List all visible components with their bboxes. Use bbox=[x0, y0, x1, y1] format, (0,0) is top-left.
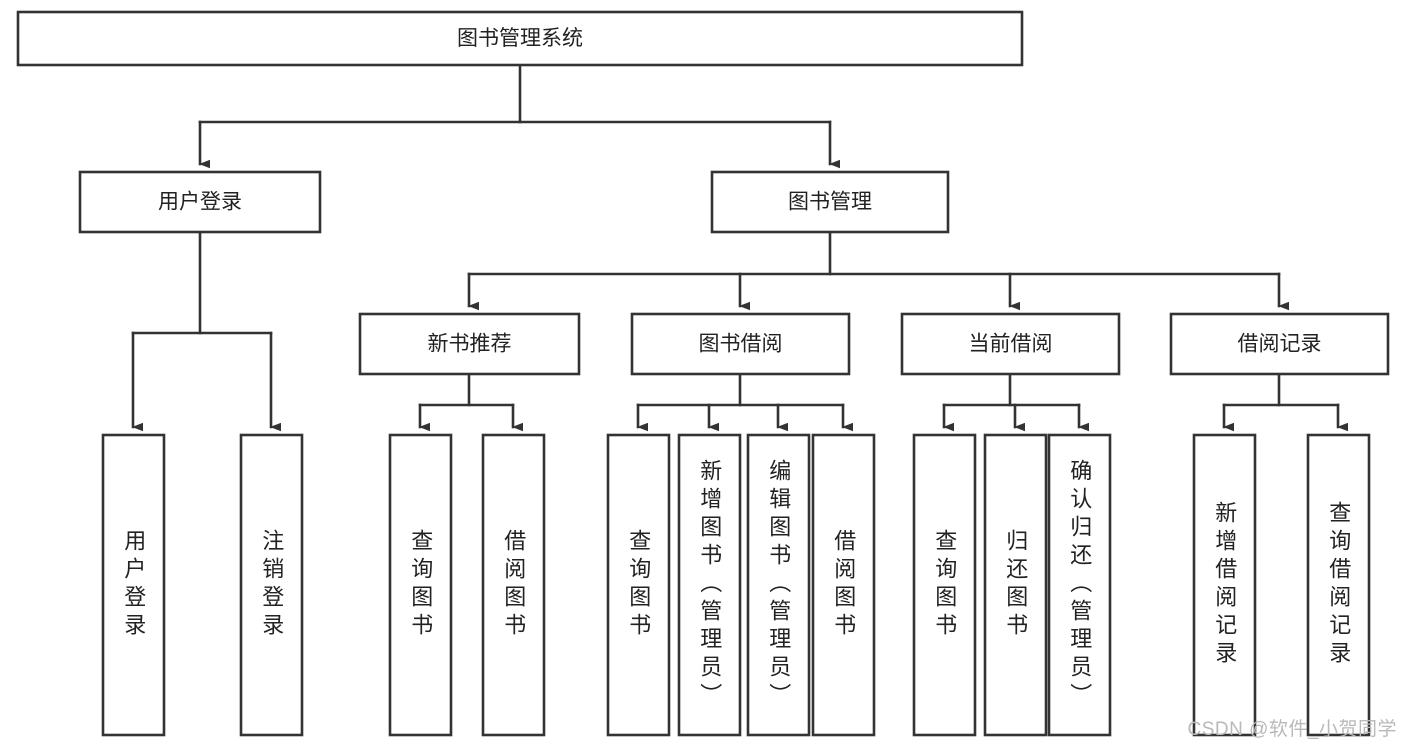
level2-node-0-label: 用户登录 bbox=[158, 191, 242, 214]
leaf-node-3[interactable] bbox=[481, 433, 546, 737]
leaf-node-6[interactable] bbox=[746, 433, 811, 737]
leaf-node-10-rect[interactable] bbox=[1047, 433, 1112, 737]
leaf-node-11[interactable] bbox=[1192, 433, 1257, 737]
level3-node-3-label: 借阅记录 bbox=[1238, 333, 1322, 356]
leaf-node-9[interactable] bbox=[983, 433, 1048, 737]
leaf-node-5-rect[interactable] bbox=[677, 433, 742, 737]
level3-node-2-label: 当前借阅 bbox=[969, 333, 1053, 356]
leaf-node-2[interactable] bbox=[388, 433, 453, 737]
level3-node-3-rect[interactable] bbox=[1169, 312, 1390, 376]
leaf-node-12-rect[interactable] bbox=[1306, 433, 1371, 737]
leaf-node-9-rect[interactable] bbox=[983, 433, 1048, 737]
leaf-node-8[interactable] bbox=[912, 433, 977, 737]
level3-node-2-rect[interactable] bbox=[900, 312, 1121, 376]
level3-node-3[interactable]: 借阅记录 bbox=[1169, 312, 1390, 376]
level2-node-0-rect[interactable] bbox=[78, 170, 322, 234]
level2-node-1-label: 图书管理 bbox=[788, 191, 872, 214]
level3-node-0-rect[interactable] bbox=[358, 312, 581, 376]
leaf-node-1-rect[interactable] bbox=[239, 433, 304, 737]
level3-node-1[interactable]: 图书借阅 bbox=[630, 312, 851, 376]
root-node-0-rect[interactable] bbox=[16, 10, 1024, 67]
leaf-node-3-rect[interactable] bbox=[481, 433, 546, 737]
leaf-node-1[interactable] bbox=[239, 433, 304, 737]
root-node-0[interactable]: 图书管理系统 bbox=[16, 10, 1024, 67]
level2-node-0[interactable]: 用户登录 bbox=[78, 170, 322, 234]
leaf-node-7-rect[interactable] bbox=[811, 433, 876, 737]
leaf-node-0-rect[interactable] bbox=[101, 433, 166, 737]
leaf-node-12[interactable] bbox=[1306, 433, 1371, 737]
level3-node-0[interactable]: 新书推荐 bbox=[358, 312, 581, 376]
leaf-node-0[interactable] bbox=[101, 433, 166, 737]
level3-node-2[interactable]: 当前借阅 bbox=[900, 312, 1121, 376]
level2-node-1[interactable]: 图书管理 bbox=[710, 170, 950, 234]
level3-node-1-label: 图书借阅 bbox=[699, 333, 783, 356]
level3-node-0-label: 新书推荐 bbox=[428, 333, 512, 356]
leaf-node-4-rect[interactable] bbox=[606, 433, 671, 737]
leaf-node-7[interactable] bbox=[811, 433, 876, 737]
root-node-0-label: 图书管理系统 bbox=[457, 27, 583, 50]
leaf-node-11-rect[interactable] bbox=[1192, 433, 1257, 737]
connector-lines-group bbox=[131, 63, 1348, 432]
leaf-node-5[interactable] bbox=[677, 433, 742, 737]
level3-node-1-rect[interactable] bbox=[630, 312, 851, 376]
leaf-node-2-rect[interactable] bbox=[388, 433, 453, 737]
leaf-node-4[interactable] bbox=[606, 433, 671, 737]
leaf-node-8-rect[interactable] bbox=[912, 433, 977, 737]
csdn-watermark: CSDN @软件_小贺同学 bbox=[1187, 719, 1397, 740]
level2-node-1-rect[interactable] bbox=[710, 170, 950, 234]
leaf-node-6-rect[interactable] bbox=[746, 433, 811, 737]
leaf-node-10[interactable] bbox=[1047, 433, 1112, 737]
